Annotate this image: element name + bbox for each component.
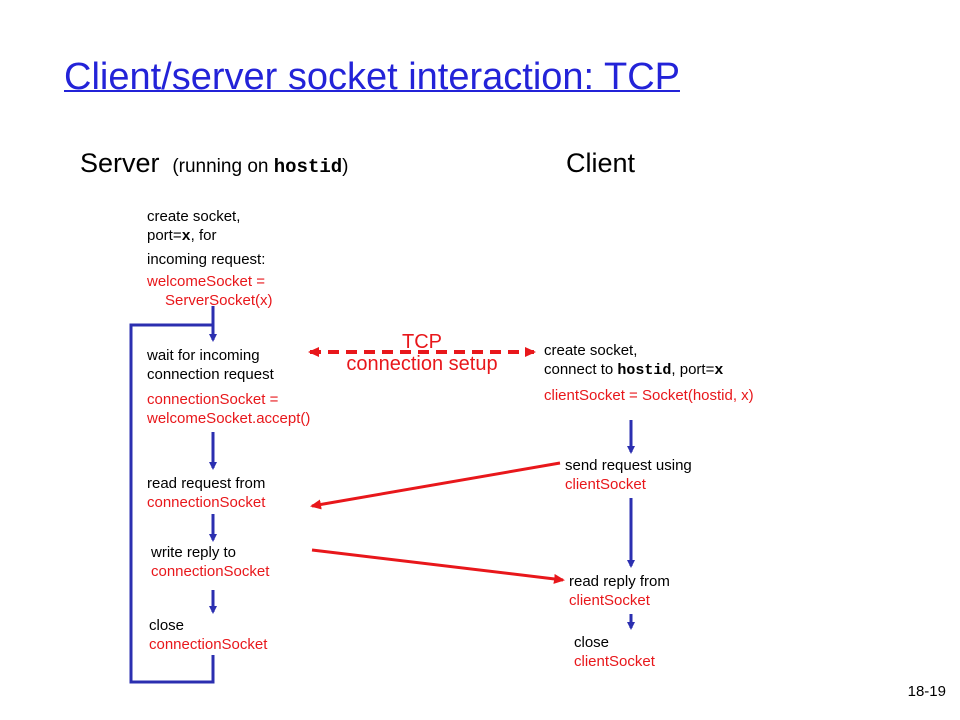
reply-message-arrow (311, 548, 565, 584)
server-close-step: close connectionSocket (149, 617, 268, 653)
client-close-step: close clientSocket (574, 634, 655, 670)
server-label: Server (80, 148, 160, 178)
page-number: 18-19 (907, 683, 946, 700)
server-create-socket-step: create socket, port=x, for incoming requ… (147, 208, 273, 309)
request-message-arrow (310, 461, 561, 510)
client-create-socket-step: create socket, connect to hostid, port=x… (544, 342, 754, 404)
server-write-step: write reply to connectionSocket (151, 544, 270, 580)
client-send-step: send request using clientSocket (565, 457, 692, 493)
accept-call: welcomeSocket.accept() (147, 410, 311, 427)
server-loop-arrow (129, 323, 215, 684)
client-read-step: read reply from clientSocket (569, 573, 670, 609)
connection-socket-code: connectionSocket = (147, 391, 279, 408)
client-header: Client (566, 148, 636, 178)
client-socket-code: clientSocket = Socket(hostid, x) (544, 387, 754, 404)
page-title: Client/server socket interaction: TCP (64, 56, 680, 98)
server-port-line: port=x, for (147, 227, 217, 245)
welcome-socket-code: welcomeSocket = (147, 273, 265, 290)
server-read-step: read request from connectionSocket (147, 475, 266, 511)
server-wait-step: wait for incoming connection request con… (147, 347, 311, 427)
server-hostid: hostid (273, 156, 343, 178)
server-header: Server (running on hostid) (80, 148, 348, 179)
server-running-on: (running on hostid) (172, 156, 349, 178)
server-socket-call: ServerSocket(x) (165, 292, 273, 309)
client-connect-line: connect to hostid, port=x (544, 361, 724, 379)
